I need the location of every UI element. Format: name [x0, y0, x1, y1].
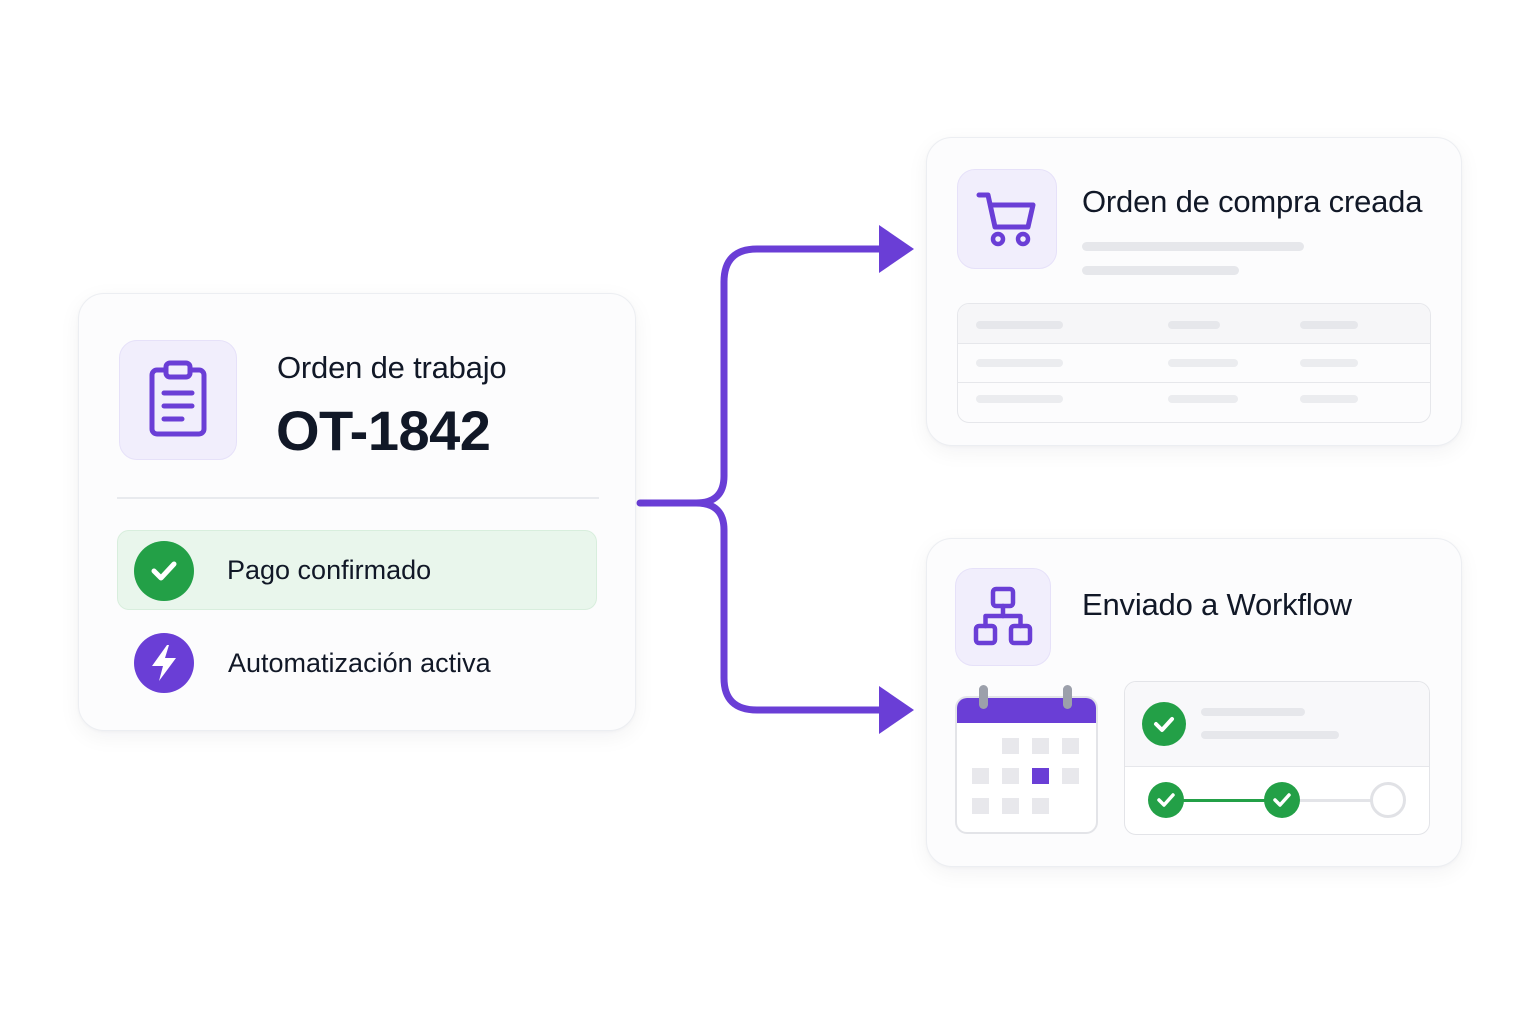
- placeholder-cell: [1168, 359, 1238, 367]
- progress-step-complete-icon: [1148, 782, 1184, 818]
- status-row-automation: Automatización activa: [117, 624, 597, 704]
- calendar-icon: [955, 696, 1098, 834]
- arrowhead-top: [879, 225, 914, 273]
- purchase-order-card: Orden de compra creada: [926, 137, 1462, 446]
- work-order-card: Orden de trabajo OT-1842 Pago confirmado…: [78, 293, 636, 731]
- placeholder-cell: [1168, 395, 1238, 403]
- purchase-order-icon-tile: [957, 169, 1057, 269]
- work-order-icon-tile: [119, 340, 237, 460]
- work-order-divider: [117, 497, 599, 499]
- workflow-icon-tile: [955, 568, 1051, 666]
- placeholder-cell: [1300, 321, 1358, 329]
- status-label-payment: Pago confirmado: [227, 555, 432, 585]
- placeholder-line: [1082, 266, 1239, 275]
- workflow-card: Enviado a Workflow: [926, 538, 1462, 867]
- status-row-payment: Pago confirmado: [117, 530, 597, 610]
- check-circle-icon: [1142, 702, 1186, 746]
- placeholder-cell: [1168, 321, 1220, 329]
- progress-line-pending: [1282, 799, 1387, 802]
- progress-step-complete-icon: [1264, 782, 1300, 818]
- work-order-id: OT-1842: [276, 399, 491, 462]
- purchase-order-table: [957, 303, 1431, 423]
- connector-trunk: [636, 245, 889, 507]
- hierarchy-icon: [973, 586, 1033, 646]
- purchase-order-title: Orden de compra creada: [1082, 184, 1423, 219]
- clipboard-icon: [149, 360, 207, 437]
- calendar-ring-left: [979, 685, 988, 709]
- placeholder-line: [1201, 708, 1305, 716]
- shopping-cart-icon: [976, 192, 1036, 247]
- connector-branch: [692, 499, 889, 714]
- workflow-task-panel: [1124, 681, 1430, 835]
- calendar-grid: [972, 738, 1079, 814]
- table-divider: [958, 382, 1430, 383]
- placeholder-cell: [976, 321, 1063, 329]
- placeholder-cell: [976, 395, 1063, 403]
- placeholder-cell: [1300, 395, 1358, 403]
- lightning-icon: [134, 633, 194, 693]
- work-order-title: Orden de trabajo: [277, 350, 507, 385]
- placeholder-line: [1201, 731, 1339, 739]
- placeholder-cell: [1300, 359, 1358, 367]
- status-label-automation: Automatización activa: [228, 648, 491, 678]
- check-circle-icon: [134, 541, 194, 601]
- workflow-title: Enviado a Workflow: [1082, 587, 1352, 622]
- progress-line-done: [1165, 799, 1282, 802]
- placeholder-cell: [976, 359, 1063, 367]
- calendar-ring-right: [1063, 685, 1072, 709]
- progress-step-pending-icon: [1370, 782, 1406, 818]
- arrowhead-bottom: [879, 686, 914, 734]
- placeholder-line: [1082, 242, 1304, 251]
